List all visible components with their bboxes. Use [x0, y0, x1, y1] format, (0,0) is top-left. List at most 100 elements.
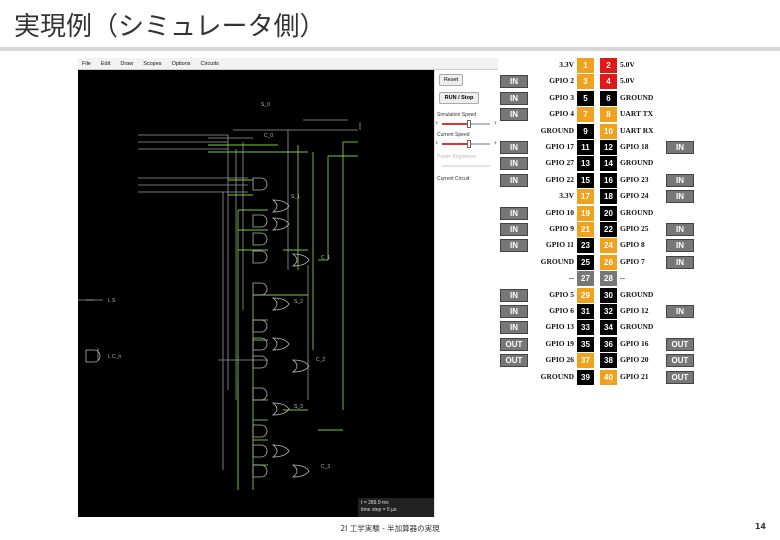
- gpio-pin-right[interactable]: 18: [600, 189, 617, 205]
- gpio-pin-right[interactable]: 36: [600, 336, 617, 352]
- gpio-pin-left[interactable]: 1: [577, 58, 594, 73]
- circuit-canvas[interactable]: S_0 C_0 S_1 C_1 S_2 C_2 S_3 C_3 L S L C_…: [78, 70, 434, 517]
- gpio-pin-left[interactable]: 9: [577, 123, 594, 139]
- gpio-pin-right[interactable]: 4: [600, 74, 617, 90]
- gpio-left-mode-button[interactable]: IN: [500, 239, 528, 253]
- gpio-right-mode-button[interactable]: IN: [666, 223, 694, 236]
- gpio-left-mode-button[interactable]: IN: [500, 321, 528, 335]
- gpio-pin-left[interactable]: 15: [577, 172, 594, 188]
- gpio-right-mode-button[interactable]: OUT: [666, 370, 694, 384]
- gpio-left-mode-button[interactable]: IN: [500, 223, 528, 236]
- gpio-right-mode-button[interactable]: OUT: [666, 354, 694, 368]
- gpio-pin-left[interactable]: 39: [577, 369, 594, 385]
- gpio-right-name: GPIO 18: [620, 142, 649, 151]
- gpio-pin-left[interactable]: 27: [577, 271, 594, 287]
- gpio-right-name: GPIO 21: [620, 371, 649, 381]
- gpio-left-mode-button[interactable]: OUT: [500, 337, 528, 351]
- gpio-right-name: GROUND: [620, 322, 654, 332]
- gpio-pin-right[interactable]: 10: [600, 123, 617, 139]
- gpio-left-name: GROUND: [540, 371, 574, 381]
- gpio-left-mode-button[interactable]: IN: [500, 305, 528, 318]
- gpio-pin-left[interactable]: 13: [577, 156, 594, 172]
- gpio-left-mode-button[interactable]: OUT: [500, 354, 528, 368]
- gpio-pin-left[interactable]: 21: [577, 222, 594, 237]
- gpio-pin-left[interactable]: 35: [577, 336, 594, 352]
- menu-options[interactable]: Options: [171, 60, 191, 67]
- sim-speed-slider[interactable]: ‹›: [435, 118, 497, 128]
- gpio-pin-left[interactable]: 17: [577, 189, 594, 205]
- gpio-right-name: GPIO 7: [620, 256, 645, 266]
- gpio-left-mode-button[interactable]: IN: [500, 141, 528, 154]
- gpio-right-name: UART RX: [620, 125, 654, 135]
- gpio-pin-left[interactable]: 33: [577, 320, 594, 336]
- gpio-right-name: --: [620, 273, 625, 283]
- circuit-diagram: S_0 C_0 S_1 C_1 S_2 C_2 S_3 C_3 L S L C_…: [78, 102, 361, 490]
- gpio-pin-right[interactable]: 30: [600, 287, 617, 303]
- gpio-pin-left[interactable]: 29: [577, 287, 594, 303]
- gpio-pin-right[interactable]: 34: [600, 320, 617, 336]
- reset-button[interactable]: Reset: [439, 74, 463, 86]
- gpio-left-name: GPIO 11: [545, 240, 574, 250]
- gpio-left-mode-button[interactable]: IN: [500, 157, 528, 171]
- gpio-right-name: GROUND: [620, 207, 654, 217]
- gpio-left-mode-button[interactable]: IN: [500, 206, 528, 220]
- gpio-pin-left[interactable]: 23: [577, 238, 594, 254]
- gpio-pin-left[interactable]: 3: [577, 74, 594, 90]
- gpio-pin-left[interactable]: 19: [577, 205, 594, 221]
- gpio-right-mode-button[interactable]: IN: [666, 305, 694, 318]
- current-speed-slider[interactable]: ‹›: [435, 138, 497, 148]
- menu-draw[interactable]: Draw: [120, 60, 134, 67]
- run-stop-button[interactable]: RUN / Stop: [439, 92, 479, 104]
- gpio-pin-right[interactable]: 6: [600, 90, 617, 106]
- gpio-pin-right[interactable]: 26: [600, 254, 617, 270]
- gpio-pin-right[interactable]: 28: [600, 271, 617, 287]
- time-step: time step = 5 µs: [361, 507, 397, 513]
- gpio-left-mode-button[interactable]: IN: [500, 75, 528, 89]
- gpio-right-mode-button[interactable]: IN: [666, 239, 694, 253]
- gpio-right-mode-button[interactable]: IN: [666, 190, 694, 204]
- gpio-pin-right[interactable]: 12: [600, 140, 617, 155]
- gpio-left-mode-button[interactable]: IN: [500, 108, 528, 122]
- gpio-pin-right[interactable]: 20: [600, 205, 617, 221]
- gpio-left-name: GPIO 26: [545, 355, 574, 365]
- gpio-right-mode-button[interactable]: IN: [666, 173, 694, 187]
- gpio-right-mode-button[interactable]: IN: [666, 255, 694, 269]
- gpio-left-name: GROUND: [540, 256, 574, 266]
- gpio-pin-right[interactable]: 16: [600, 172, 617, 188]
- menu-circuits[interactable]: Circuits: [200, 60, 219, 67]
- gpio-left-name: 3.3V: [559, 191, 574, 201]
- gpio-right-mode-button[interactable]: OUT: [666, 337, 694, 351]
- label-c0: C_0: [264, 133, 273, 139]
- menu-file[interactable]: File: [82, 60, 91, 67]
- gpio-pin-right[interactable]: 14: [600, 156, 617, 172]
- gpio-pin-right[interactable]: 40: [600, 369, 617, 385]
- gpio-left-mode-button[interactable]: IN: [500, 173, 528, 187]
- gpio-pin-left[interactable]: 31: [577, 304, 594, 319]
- gpio-left-mode-button[interactable]: IN: [500, 288, 528, 302]
- gpio-pin-left[interactable]: 37: [577, 353, 594, 369]
- gpio-pin-right[interactable]: 22: [600, 222, 617, 237]
- gpio-pin-left[interactable]: 7: [577, 107, 594, 123]
- menu-scopes[interactable]: Scopes: [143, 60, 162, 67]
- gpio-pin-right[interactable]: 8: [600, 107, 617, 123]
- gpio-pin-left[interactable]: 25: [577, 254, 594, 270]
- gpio-right-name: GPIO 12: [620, 306, 649, 315]
- gpio-pin-left[interactable]: 11: [577, 140, 594, 155]
- gpio-left-mode-button[interactable]: IN: [500, 91, 528, 105]
- menu-edit[interactable]: Edit: [100, 60, 111, 67]
- simulator-window: File Edit Draw Scopes Options Circuits: [78, 58, 498, 517]
- gpio-pin-right[interactable]: 24: [600, 238, 617, 254]
- power-brightness-slider[interactable]: [437, 162, 495, 170]
- gpio-left-name: GPIO 4: [549, 109, 574, 119]
- gpio-right-mode-button[interactable]: IN: [666, 141, 694, 154]
- gpio-pin-right[interactable]: 38: [600, 353, 617, 369]
- gpio-pin-right[interactable]: 2: [600, 58, 617, 73]
- gpio-pin-left[interactable]: 5: [577, 90, 594, 106]
- gpio-pin-right[interactable]: 32: [600, 304, 617, 319]
